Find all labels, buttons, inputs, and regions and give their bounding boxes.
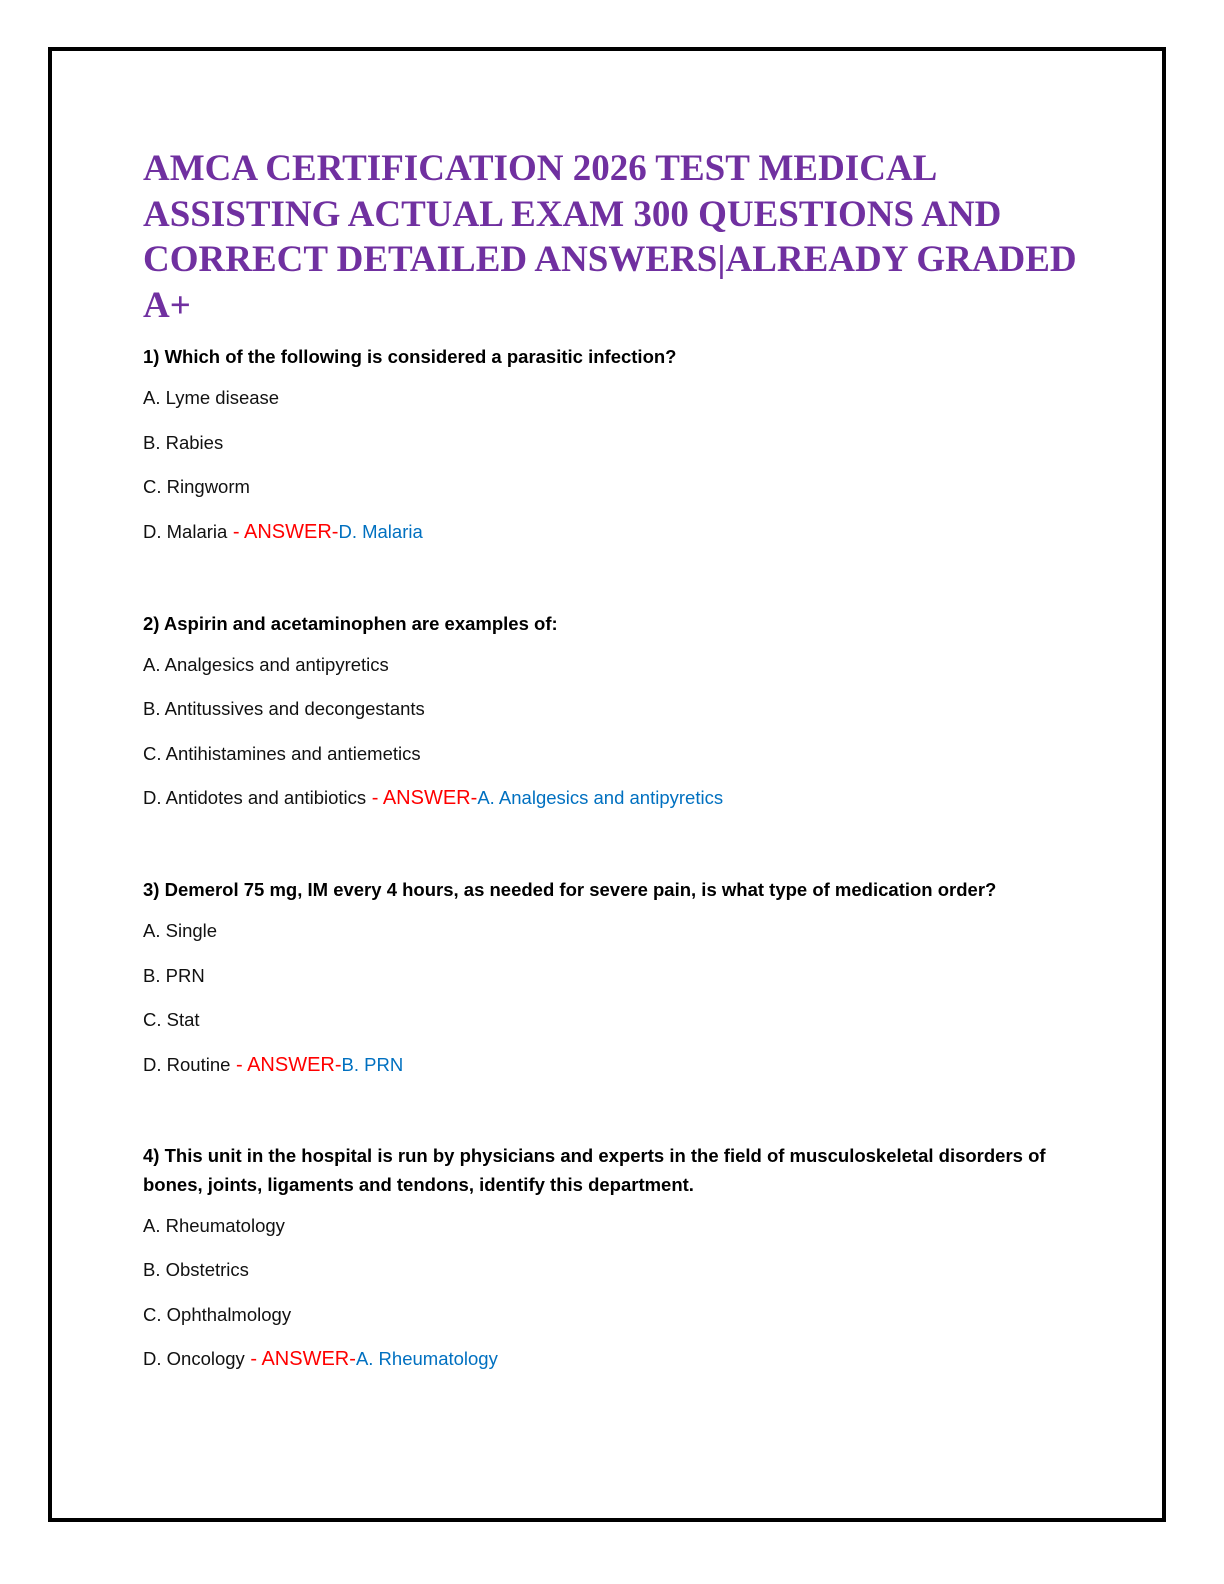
option-a: A. Analgesics and antipyretics	[143, 653, 389, 675]
question-block-3: 3) Demerol 75 mg, IM every 4 hours, as n…	[143, 875, 1083, 1077]
page-border	[48, 47, 1166, 1522]
option-d: D. Malaria	[143, 520, 228, 542]
option-d-with-answer: D. Routine - ANSWER-B. PRN	[143, 1053, 1083, 1077]
answer-value: A. Analgesics and antipyretics	[477, 787, 724, 808]
question-block-2: 2) Aspirin and acetaminophen are example…	[143, 609, 1083, 811]
option-b: B. PRN	[143, 964, 205, 986]
option-d-with-answer: D. Oncology - ANSWER-A. Rheumatology	[143, 1347, 1083, 1371]
option-a: A. Rheumatology	[143, 1214, 285, 1236]
option-b: B. Antitussives and decongestants	[143, 698, 425, 719]
question-text: 2) Aspirin and acetaminophen are example…	[143, 612, 558, 634]
answer-marker: - ANSWER-	[230, 1053, 342, 1076]
answer-suffix: -	[334, 1053, 342, 1076]
option-d-with-answer: D. Malaria - ANSWER-D. Malaria	[143, 520, 1083, 544]
answer-value: D. Malaria	[338, 520, 423, 542]
option-d-with-answer: D. Antidotes and antibiotics - ANSWER-A.…	[143, 786, 1083, 810]
option-c: C. Antihistamines and antiemetics	[143, 742, 421, 764]
option-c: C. Ophthalmology	[143, 1303, 292, 1325]
document-content: AMCA CERTIFICATION 2026 TEST MEDICAL ASS…	[143, 146, 1083, 1371]
answer-label: ANSWER	[243, 520, 332, 543]
answer-suffix: -	[470, 787, 478, 809]
answer-label: ANSWER	[261, 1348, 350, 1370]
answer-prefix: -	[227, 520, 244, 543]
answer-label: ANSWER	[382, 787, 471, 809]
question-block-4: 4) This unit in the hospital is run by p…	[143, 1141, 1083, 1372]
option-d: D. Routine	[143, 1053, 231, 1075]
option-a: A. Single	[143, 920, 218, 941]
option-c: C. Stat	[143, 1009, 200, 1030]
answer-label: ANSWER	[247, 1053, 335, 1076]
document-title: AMCA CERTIFICATION 2026 TEST MEDICAL ASS…	[143, 148, 1077, 326]
answer-marker: - ANSWER-	[366, 787, 478, 809]
answer-suffix: -	[349, 1348, 356, 1370]
question-text: 3) Demerol 75 mg, IM every 4 hours, as n…	[143, 879, 997, 900]
option-d: D. Antidotes and antibiotics	[143, 787, 367, 808]
option-b: B. Rabies	[143, 431, 224, 453]
option-a: A. Lyme disease	[143, 387, 280, 408]
answer-suffix: -	[331, 520, 339, 543]
answer-prefix: -	[230, 1053, 248, 1076]
option-c: C. Ringworm	[143, 476, 250, 497]
answer-prefix: -	[366, 787, 383, 809]
question-text: 1) Which of the following is considered …	[143, 346, 677, 367]
question-block-1: 1) Which of the following is considered …	[143, 342, 1083, 544]
answer-marker: - ANSWER-	[245, 1348, 356, 1370]
answer-value: B. PRN	[341, 1053, 404, 1075]
question-text: 4) This unit in the hospital is run by p…	[143, 1144, 1046, 1195]
option-b: B. Obstetrics	[143, 1259, 249, 1280]
answer-value: A. Rheumatology	[355, 1348, 498, 1369]
answer-marker: - ANSWER-	[227, 520, 339, 543]
answer-prefix: -	[244, 1348, 262, 1370]
option-d: D. Oncology	[143, 1348, 245, 1369]
